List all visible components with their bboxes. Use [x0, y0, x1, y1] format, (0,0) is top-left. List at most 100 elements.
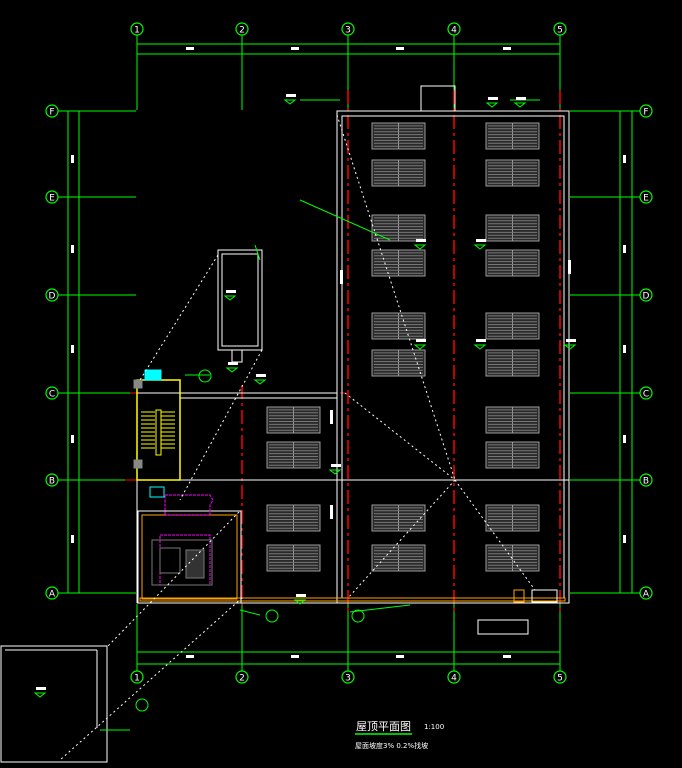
axis-bubble [447, 670, 461, 684]
axis-bubble [45, 104, 59, 118]
elevation-marker [473, 244, 487, 250]
dimension-text [396, 47, 404, 50]
detail-inset-tab [231, 349, 243, 363]
axis-label: A [49, 590, 56, 600]
elevation-marker [473, 344, 487, 350]
elevation-marker [513, 102, 527, 108]
mechanical-unit [185, 549, 205, 579]
label-text [416, 239, 426, 242]
label-text [566, 339, 576, 342]
label-text [476, 339, 486, 342]
machine-room [137, 510, 242, 604]
axis-bubble [45, 386, 59, 400]
mechanical-unit [151, 539, 213, 586]
stair-handrail [155, 409, 162, 456]
label-text [330, 410, 333, 424]
dimension-text [291, 655, 299, 658]
label-text [476, 239, 486, 242]
axis-bubble [553, 22, 567, 36]
axis-bubble [639, 586, 653, 600]
dimension-text [503, 47, 511, 50]
label-text [296, 594, 306, 597]
column [133, 459, 143, 469]
leader-line [254, 244, 261, 261]
axis-bubble [639, 288, 653, 302]
label-text [330, 505, 333, 519]
dimension-text [623, 535, 626, 543]
stair-core [136, 379, 181, 481]
axis-bubble [639, 190, 653, 204]
parapet [139, 597, 566, 602]
elevation-marker [328, 469, 342, 475]
roof-vents [266, 122, 540, 572]
mechanical-unit [159, 547, 181, 574]
axis-bubble [45, 190, 59, 204]
axis-label: B [49, 477, 55, 487]
axis-label: D [643, 292, 650, 302]
elevation-marker [223, 295, 237, 301]
dimension-text [71, 535, 74, 543]
label-text [36, 687, 46, 690]
axis-label: 2 [239, 674, 245, 684]
detail-callout [351, 609, 365, 623]
slope-line [107, 511, 240, 647]
dimension-text [71, 245, 74, 253]
detail-inset-inner [221, 253, 259, 347]
elevation-marker [225, 367, 239, 373]
label-text [516, 97, 526, 100]
slope-line [336, 114, 456, 481]
equipment-outline [164, 494, 214, 516]
label-text [568, 260, 571, 274]
title-block: 屋顶平面图 1:100 屋面坡度3% 0.2%找坡 [355, 720, 444, 750]
axis-label: F [49, 108, 54, 118]
dimension-text [186, 655, 194, 658]
leader-line [239, 609, 261, 616]
label-text [416, 339, 426, 342]
detail-callout [198, 369, 212, 383]
centerlines [125, 90, 561, 612]
axis-label: B [643, 477, 649, 487]
drawing-note: 屋面坡度3% 0.2%找坡 [355, 741, 428, 750]
drawing-scale: 1:100 [424, 723, 444, 731]
dimension-lines [58, 35, 640, 671]
elevation-marker [293, 599, 307, 605]
axis-label: E [49, 194, 55, 204]
axis-bubble [639, 386, 653, 400]
skylight [149, 486, 165, 498]
axis-label: 3 [345, 674, 351, 684]
axis-label: D [49, 292, 56, 302]
roof-access-box [420, 85, 456, 112]
axis-label: 2 [239, 26, 245, 36]
axis-bubble [235, 670, 249, 684]
axis-bubble [341, 670, 355, 684]
slope-line [59, 597, 243, 761]
elevation-marker [33, 692, 47, 698]
dimension-text [623, 155, 626, 163]
axis-bubble [45, 586, 59, 600]
axis-label: C [49, 390, 55, 400]
label-text [488, 97, 498, 100]
axis-bubble [45, 288, 59, 302]
elevation-marker [253, 379, 267, 385]
dimension-text [71, 155, 74, 163]
axis-label: 4 [451, 674, 457, 684]
axis-label: 5 [557, 674, 563, 684]
dimension-text [71, 435, 74, 443]
detail-callout [265, 609, 279, 623]
axis-label: 4 [451, 26, 457, 36]
axis-bubble [447, 22, 461, 36]
slope-line [139, 254, 219, 381]
detail-callout [135, 698, 149, 712]
axis-label: A [643, 590, 650, 600]
axis-bubble [553, 670, 567, 684]
elevation-marker [563, 344, 577, 350]
label-text [331, 464, 341, 467]
dimension-text [186, 47, 194, 50]
dimension-text [623, 245, 626, 253]
drain-outlet [531, 589, 558, 603]
axis-bubble [639, 104, 653, 118]
slope-line [344, 392, 456, 481]
dimension-text [623, 435, 626, 443]
axis-bubble [130, 22, 144, 36]
